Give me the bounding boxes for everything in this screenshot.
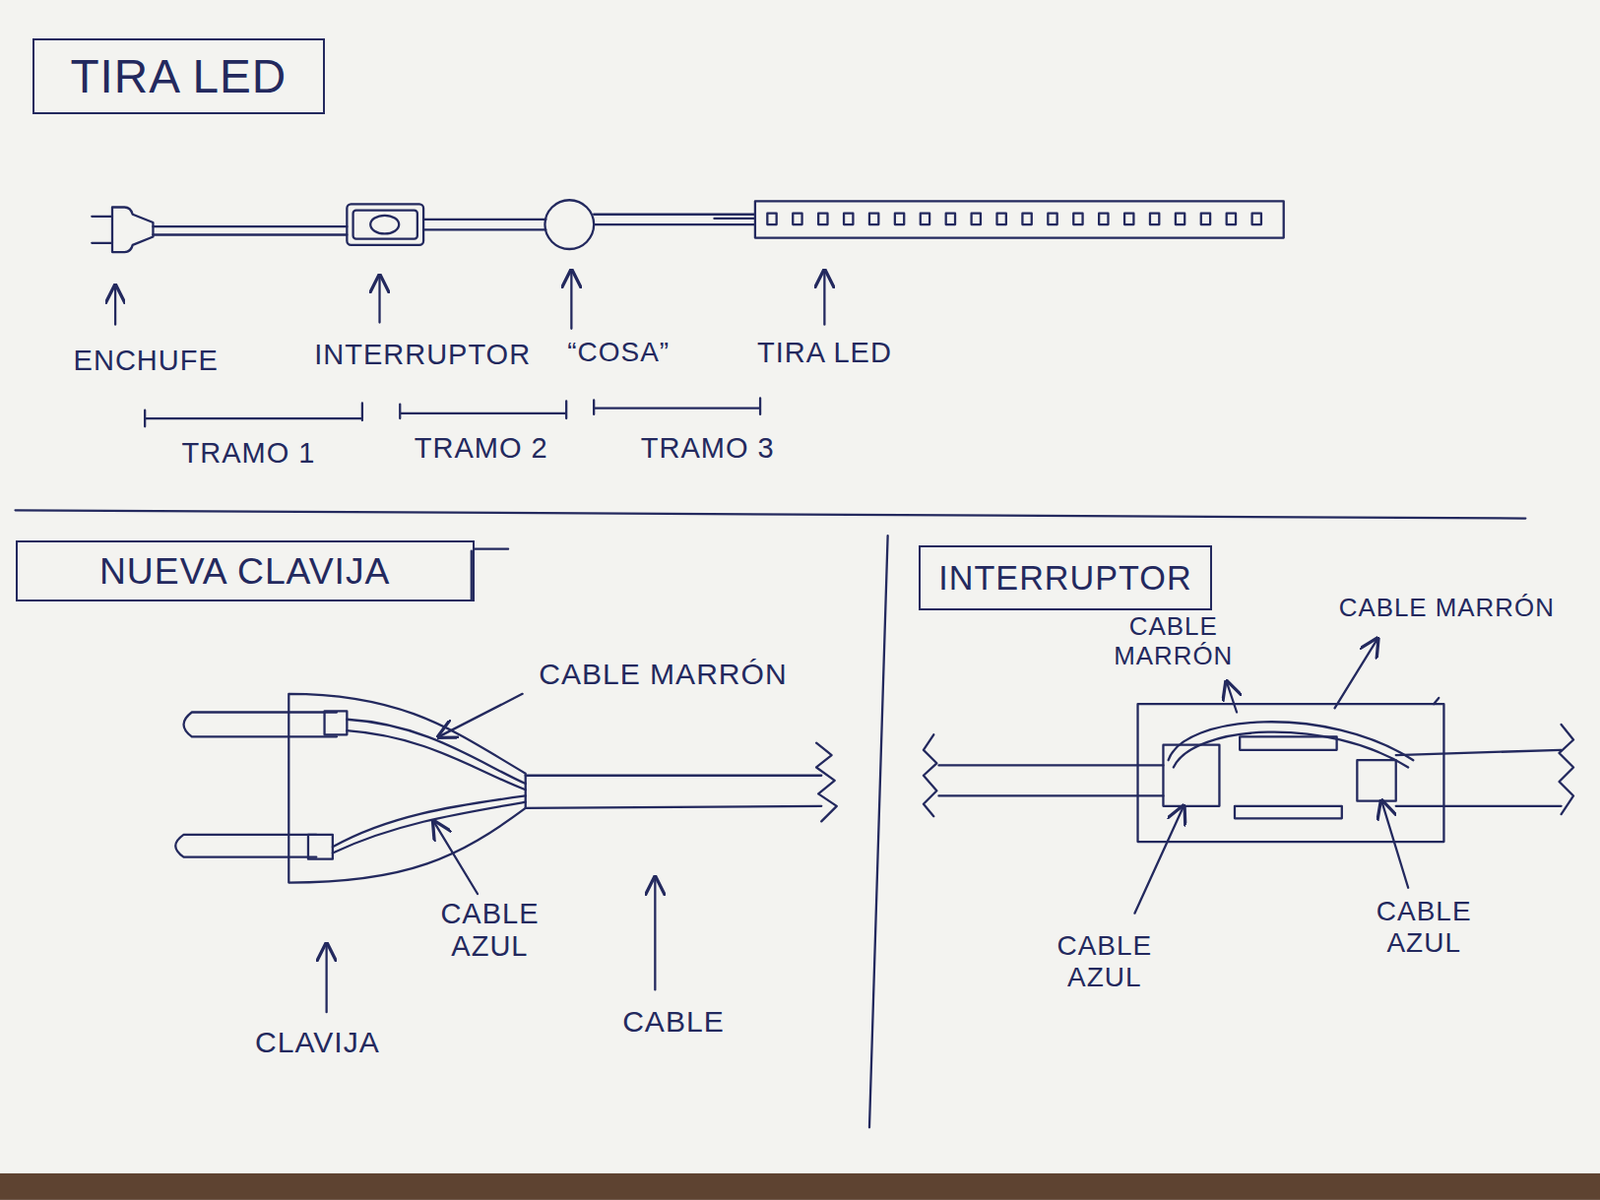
part-label: CABLE MARRÓN [538, 657, 787, 693]
heading-box: INTERRUPTOR [918, 545, 1213, 610]
part-label: TRAMO 3 [640, 432, 775, 465]
part-label: TIRA LED [757, 336, 893, 370]
leader-arrows [1134, 639, 1408, 914]
led [971, 213, 981, 225]
led [843, 213, 853, 225]
led [1047, 213, 1057, 225]
led [997, 213, 1007, 225]
led [1150, 213, 1159, 225]
led [895, 213, 904, 225]
led [946, 213, 956, 225]
led [869, 213, 879, 225]
led [1175, 213, 1185, 225]
brackets [144, 397, 761, 427]
part-label: CABLE MARRÓN [1339, 593, 1555, 624]
led [792, 213, 802, 225]
led [1022, 213, 1031, 225]
switch-drawing [923, 698, 1574, 842]
part-label: CABLE AZUL [1359, 896, 1488, 960]
heading-text: INTERRUPTOR [938, 559, 1192, 598]
led [1073, 213, 1083, 225]
plug-symbol [91, 207, 347, 254]
led [1226, 213, 1236, 225]
led [1252, 213, 1262, 225]
led [920, 213, 930, 225]
heading-text: NUEVA CLAVIJA [99, 550, 391, 593]
cosa-symbol [544, 199, 755, 250]
leader-arrows [326, 694, 656, 1013]
heading-text: TIRA LED [69, 49, 287, 104]
led [1098, 213, 1108, 225]
table-edge [0, 1173, 1600, 1200]
led [1201, 213, 1211, 225]
part-label: TRAMO 2 [414, 432, 549, 465]
plug-drawing [175, 694, 837, 884]
part-label: ENCHUFE [73, 344, 219, 378]
part-label: TRAMO 1 [181, 437, 316, 470]
box-tail [471, 549, 509, 601]
led [767, 213, 776, 225]
led [818, 213, 828, 225]
divider [869, 535, 889, 1128]
part-label: CLAVIJA [255, 1025, 381, 1061]
divider [15, 510, 1527, 518]
part-label: CABLE MARRÓN [1096, 612, 1250, 672]
switch-symbol [346, 203, 546, 245]
leader-arrows [115, 270, 825, 329]
part-label: INTERRUPTOR [314, 338, 531, 372]
led-strip [755, 200, 1284, 238]
part-label: “COSA” [567, 336, 670, 369]
part-label: CABLE [622, 1005, 725, 1040]
heading-box: TIRA LED [32, 38, 324, 115]
led [1124, 213, 1134, 225]
part-label: CABLE AZUL [1040, 930, 1169, 994]
heading-box: NUEVA CLAVIJA [15, 540, 475, 602]
part-label: CABLE AZUL [423, 897, 557, 964]
